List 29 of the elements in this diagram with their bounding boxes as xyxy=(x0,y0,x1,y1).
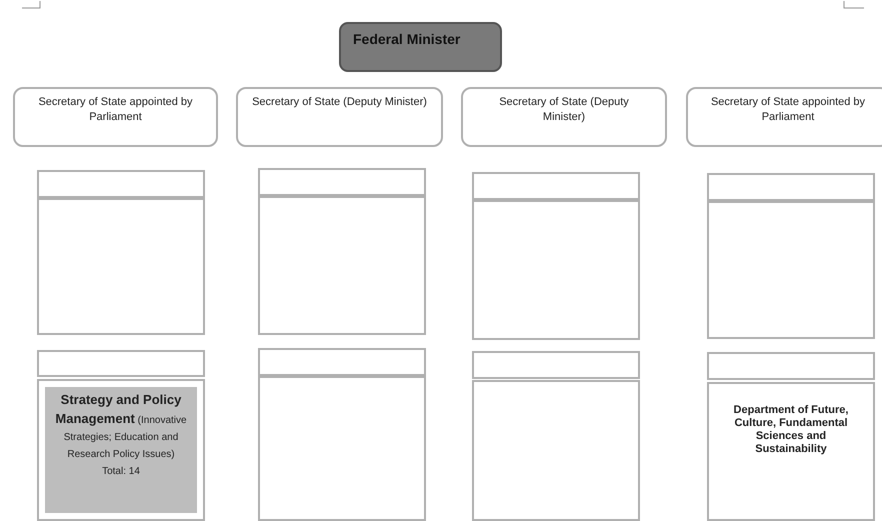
unit-box xyxy=(258,168,426,196)
minister-box xyxy=(339,22,502,72)
unit-box xyxy=(258,376,426,521)
unit-box xyxy=(472,172,640,200)
box-title: Secretary of State (Deputy Minister) xyxy=(498,95,630,125)
box-title: Secretary of State appointed by Parliament xyxy=(710,95,866,125)
unit-box xyxy=(37,198,205,335)
box-note: Total: 14 xyxy=(101,465,141,479)
box-title: Secretary of State (Deputy Minister) xyxy=(252,95,427,110)
unit-box xyxy=(258,348,426,376)
secretary-box xyxy=(686,87,882,147)
secretary-box xyxy=(236,87,443,147)
unit-box xyxy=(472,351,640,379)
secretary-box xyxy=(13,87,218,147)
unit-box xyxy=(707,382,875,521)
box-title: Department of Future, Culture, Fundamental Sciences and Sustainability xyxy=(733,404,849,456)
box-title: Strategy and Policy Management (Innovative Strategies; Education and Research Policy Issues) xyxy=(54,391,188,462)
unit-box xyxy=(37,170,205,198)
unit-box xyxy=(707,352,875,380)
unit-box xyxy=(37,350,205,377)
box-title: Federal Minister xyxy=(353,32,462,47)
unit-box xyxy=(707,173,875,201)
unit-box xyxy=(37,379,205,521)
unit-box xyxy=(258,196,426,335)
unit-box xyxy=(472,200,640,340)
box-title: Secretary of State appointed by Parliament xyxy=(37,95,194,125)
unit-box xyxy=(472,380,640,521)
unit-box xyxy=(707,201,875,339)
secretary-box xyxy=(461,87,667,147)
